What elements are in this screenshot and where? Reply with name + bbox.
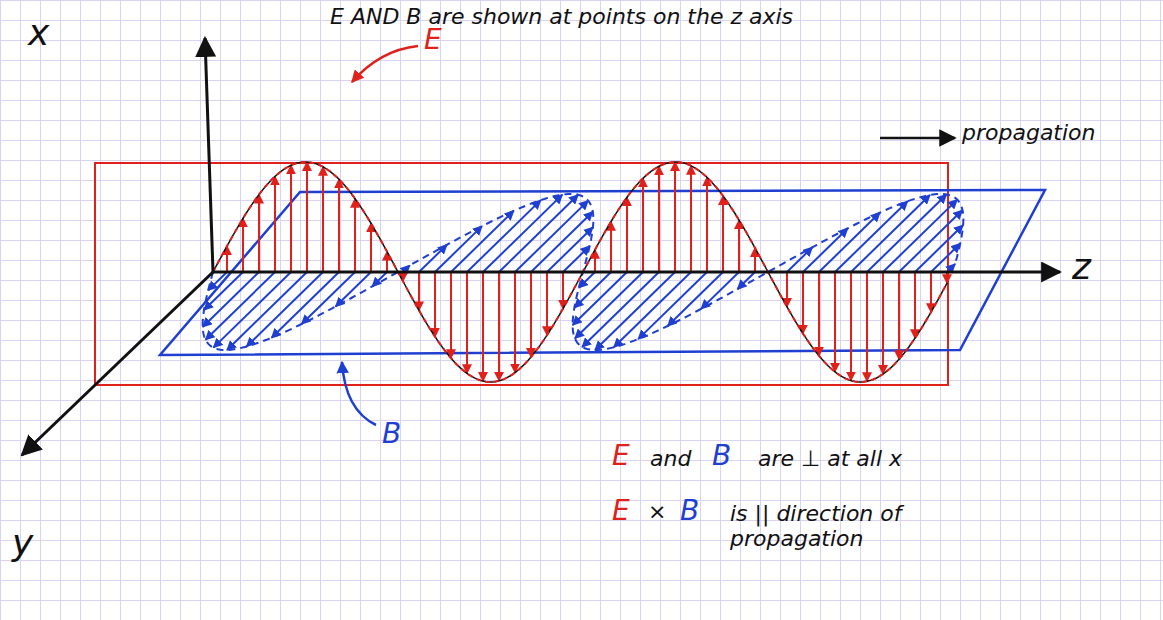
field-vector (638, 272, 707, 339)
field-vector (834, 272, 836, 372)
field-vector (450, 272, 452, 358)
field-vector (226, 246, 228, 272)
note-symbol: E (612, 495, 630, 527)
field-vector (274, 176, 276, 272)
field-vector (482, 272, 484, 381)
field-vector (706, 177, 708, 272)
b-leader (342, 362, 376, 425)
field-vector (247, 272, 323, 347)
field-vector (546, 272, 548, 335)
field-vector (626, 197, 628, 272)
x-axis (205, 38, 213, 272)
field-vector (722, 196, 724, 272)
field-vector (850, 272, 852, 381)
field-vector (531, 212, 593, 272)
field-vector (658, 166, 660, 272)
field-vector (610, 222, 612, 272)
field-vector (354, 199, 356, 272)
heading-note: E AND B are shown at points on the z axi… (330, 4, 793, 29)
field-vector (915, 225, 963, 272)
field-vector (835, 201, 908, 272)
field-vector (802, 272, 804, 334)
field-vector (595, 272, 675, 350)
field-vector (882, 272, 884, 374)
note-symbol: B (680, 495, 699, 527)
note-symbol: B (712, 440, 731, 472)
field-vector (434, 272, 436, 337)
field-vector (272, 272, 339, 338)
field-vector (866, 272, 868, 381)
field-vector (738, 220, 740, 272)
axis-label: z (1072, 246, 1091, 287)
axis-label: x (28, 12, 49, 53)
field-label: B (382, 418, 401, 450)
field-vector (786, 272, 788, 307)
note-text: are ⊥ at all x (758, 446, 902, 471)
field-vector (674, 162, 676, 272)
field-vector (594, 250, 596, 272)
field-vector (418, 272, 420, 310)
axis-label: y (12, 522, 33, 563)
field-vector (227, 272, 307, 350)
note-text: and (650, 446, 691, 471)
field-vector (467, 200, 541, 272)
field-vector (515, 201, 588, 272)
field-vector (530, 272, 532, 357)
z-axis (213, 271, 1060, 274)
field-vector (306, 162, 308, 272)
direction-note: propagation (962, 120, 1096, 145)
field-vector (242, 218, 244, 272)
field-vector (498, 272, 500, 381)
field-vector (302, 272, 355, 324)
note-text: × (648, 499, 666, 524)
field-vector (466, 272, 468, 373)
field-vector (499, 195, 578, 272)
field-vector (213, 272, 291, 348)
e-leader (352, 46, 418, 82)
field-vector (819, 213, 880, 272)
field-vector (204, 272, 243, 310)
field-vector (451, 211, 514, 272)
field-vector (514, 272, 516, 373)
field-vector (851, 195, 930, 272)
note-text: is || direction of propagation (730, 501, 970, 552)
field-vector (573, 272, 627, 325)
field-vector (322, 167, 324, 272)
field-vector (898, 272, 900, 359)
field-vector (203, 272, 259, 327)
field-vector (930, 272, 932, 312)
field-vector (690, 166, 692, 272)
field-label: E (424, 24, 442, 56)
note-symbol: E (612, 440, 630, 472)
field-vector (338, 179, 340, 272)
field-vector (818, 272, 820, 356)
field-vector (336, 272, 371, 307)
field-vector (614, 272, 691, 347)
field-vector (867, 194, 947, 272)
field-vector (642, 178, 644, 272)
field-vector (899, 210, 963, 272)
field-vector (883, 200, 957, 272)
field-vector (668, 272, 723, 326)
field-vector (386, 252, 388, 272)
y-axis (22, 272, 213, 455)
field-vector (754, 248, 756, 272)
field-vector (370, 223, 372, 272)
field-vector (701, 272, 739, 309)
field-vector (290, 165, 292, 272)
propagation-arrow (880, 137, 955, 140)
field-vector (914, 272, 916, 338)
field-vector (562, 272, 564, 309)
field-vector (258, 195, 260, 272)
